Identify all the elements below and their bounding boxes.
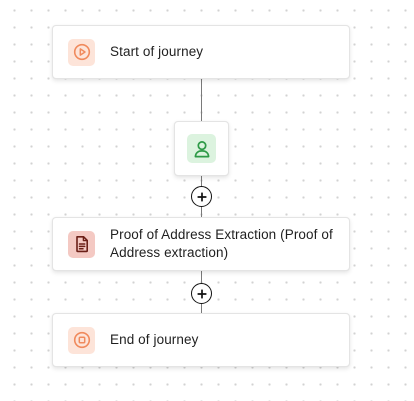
user-verification-node[interactable]	[174, 121, 229, 176]
connector-line	[201, 79, 202, 121]
document-icon	[68, 230, 95, 258]
user-icon	[187, 134, 216, 163]
proof-of-address-extraction-node[interactable]: Proof of Address Extraction (Proof of Ad…	[52, 217, 350, 271]
stop-circle-icon	[68, 326, 95, 354]
end-node-label: End of journey	[110, 332, 199, 347]
start-node-label: Start of journey	[110, 44, 204, 59]
plus-circle-icon	[196, 288, 207, 299]
start-of-journey-node[interactable]: Start of journey	[52, 25, 350, 79]
end-of-journey-node[interactable]: End of journey	[52, 313, 350, 367]
proof-of-address-label: Proof of Address Extraction (Proof of Ad…	[110, 227, 333, 260]
add-step-button[interactable]	[191, 283, 212, 304]
plus-circle-icon	[196, 191, 207, 202]
play-circle-icon	[68, 38, 95, 66]
add-step-button[interactable]	[191, 186, 212, 207]
